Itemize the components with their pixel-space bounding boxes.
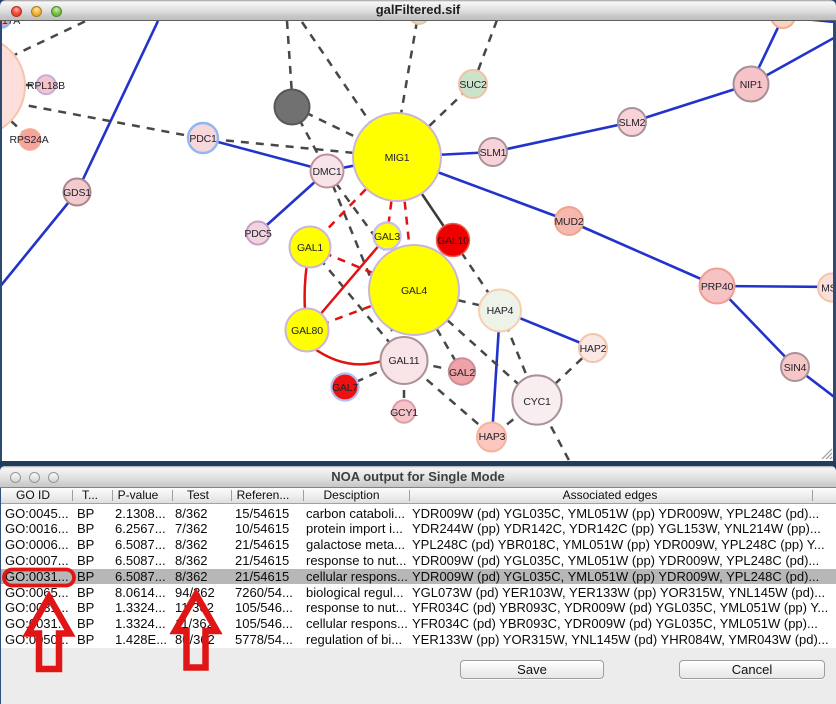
svg-text:GCY1: GCY1 xyxy=(390,407,418,419)
svg-text:HAP2: HAP2 xyxy=(580,343,607,355)
svg-text:PDC1: PDC1 xyxy=(189,133,217,145)
svg-text:DMC1: DMC1 xyxy=(313,166,342,178)
svg-text:GAL1: GAL1 xyxy=(297,242,323,254)
svg-text:RPL18B: RPL18B xyxy=(27,80,65,92)
svg-text:MUD2: MUD2 xyxy=(555,216,584,228)
svg-text:CYC1: CYC1 xyxy=(523,396,551,408)
svg-text:GAL10: GAL10 xyxy=(437,235,469,247)
svg-text:GAL11: GAL11 xyxy=(389,355,420,367)
svg-text:RPS24A: RPS24A xyxy=(9,134,48,146)
svg-text:GAL4: GAL4 xyxy=(401,285,427,297)
svg-text:PRP40: PRP40 xyxy=(701,281,734,293)
svg-text:HAP4: HAP4 xyxy=(487,305,514,317)
svg-text:GAL80: GAL80 xyxy=(291,325,323,337)
svg-text:SLM1: SLM1 xyxy=(480,147,507,159)
svg-text:MIG1: MIG1 xyxy=(385,152,410,164)
svg-text:MSI1: MSI1 xyxy=(821,283,833,295)
svg-text:GDS1: GDS1 xyxy=(63,187,91,199)
svg-text:NIP1: NIP1 xyxy=(740,79,763,91)
svg-text:PDC5: PDC5 xyxy=(244,228,272,240)
svg-text:GAL3: GAL3 xyxy=(374,231,400,243)
svg-text:HAP3: HAP3 xyxy=(479,431,506,443)
svg-text:GAL7: GAL7 xyxy=(332,382,358,394)
svg-text:SIN4: SIN4 xyxy=(784,362,807,374)
svg-text:17A: 17A xyxy=(2,21,20,27)
svg-text:SLM2: SLM2 xyxy=(619,117,646,129)
svg-text:GAL2: GAL2 xyxy=(449,367,475,379)
svg-text:SUC2: SUC2 xyxy=(459,79,487,91)
